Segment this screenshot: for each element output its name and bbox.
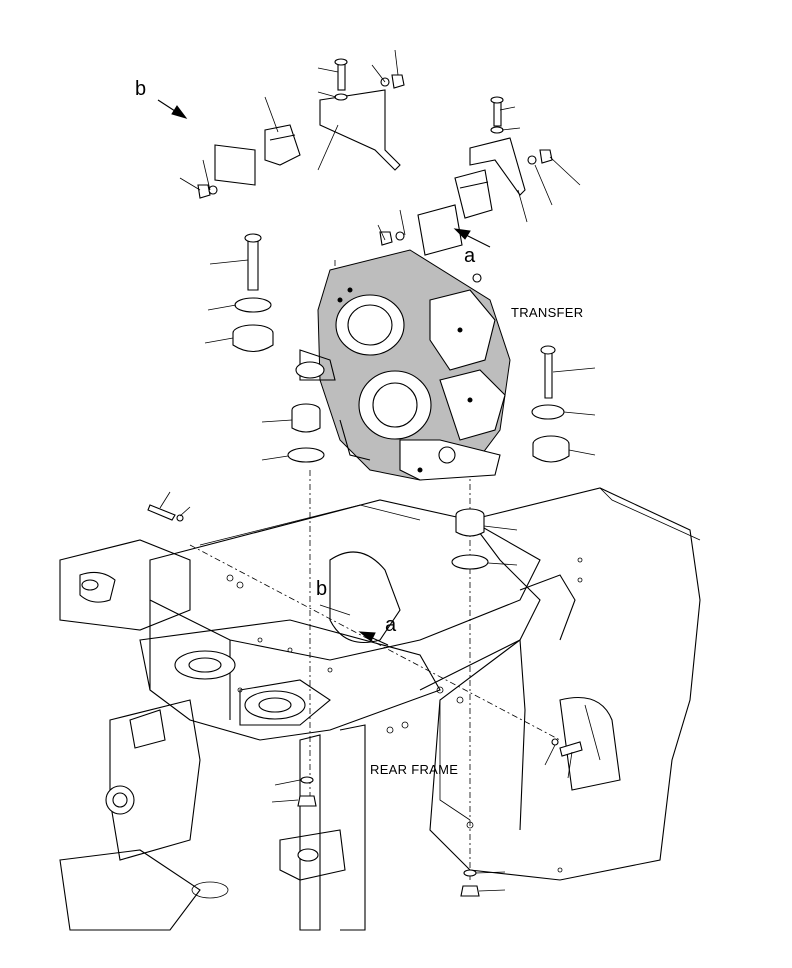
reference-b-frame: b [316, 578, 328, 600]
left-mount-parts [232, 233, 325, 463]
transfer-housing-drawing [295, 249, 511, 481]
fastener-parts [147, 504, 583, 897]
reference-arrows [157, 99, 491, 646]
rear-frame-drawing [59, 260, 701, 931]
reference-a-frame: a [385, 614, 397, 636]
right-mount-parts [451, 345, 570, 570]
leader-lines [159, 49, 596, 892]
reference-b-top: b [135, 78, 147, 100]
reference-a-top: a [464, 245, 476, 267]
transfer-label: TRANSFER [511, 305, 584, 320]
top-right-bracket-parts [379, 96, 553, 283]
top-left-bracket-parts [197, 58, 405, 199]
rear-frame-label: REAR FRAME [370, 762, 459, 777]
